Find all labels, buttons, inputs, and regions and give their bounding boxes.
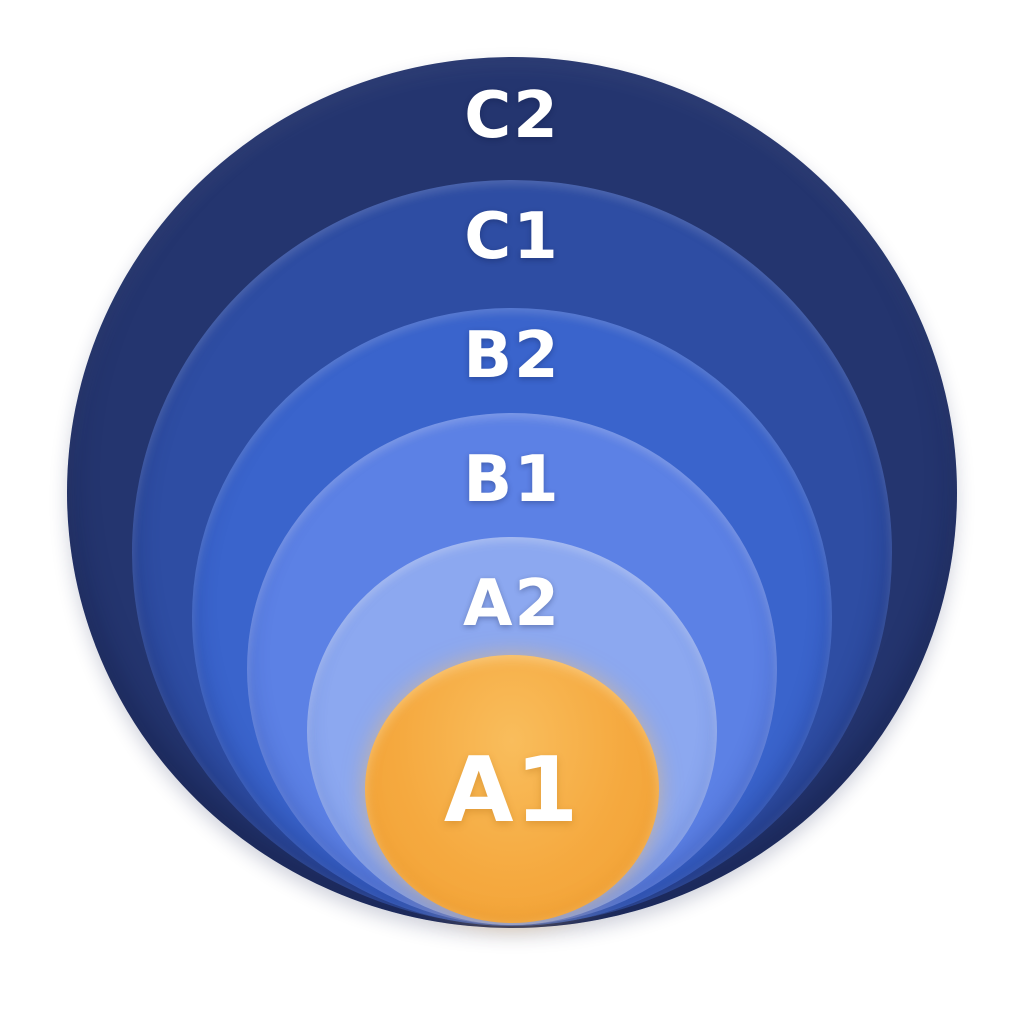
label-a1: A1 (443, 738, 581, 843)
label-b1: B1 (463, 443, 561, 517)
label-b2: B2 (463, 319, 561, 393)
label-c1: C1 (464, 200, 560, 274)
label-a2: A2 (462, 567, 562, 641)
circle-a1 (365, 655, 659, 923)
label-c2: C2 (464, 79, 560, 153)
